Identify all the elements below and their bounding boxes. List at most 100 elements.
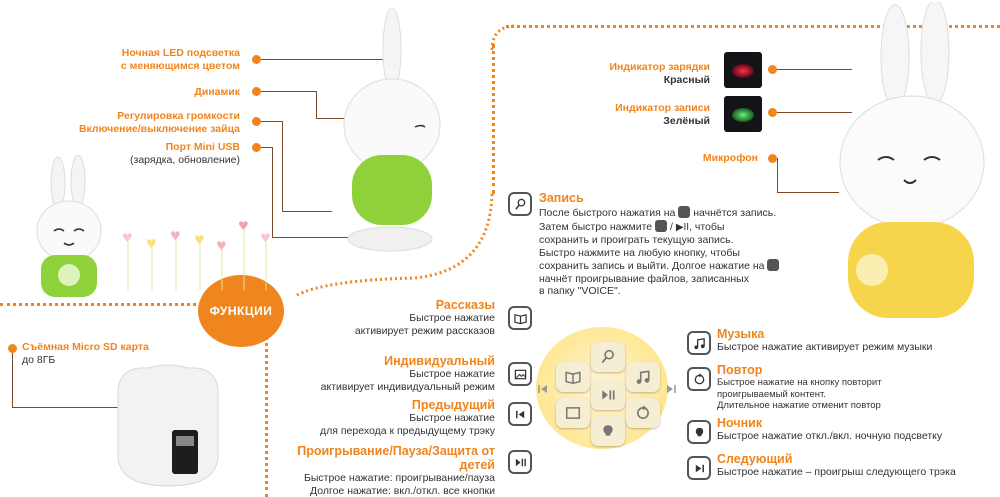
key-next[interactable] bbox=[664, 382, 680, 396]
key-nightlight[interactable] bbox=[591, 416, 625, 446]
callout-line bbox=[777, 158, 778, 193]
callout-line bbox=[272, 237, 382, 238]
sd-card-label: Съёмная Micro SD карта до 8ГБ bbox=[22, 341, 182, 366]
svg-text:♥: ♥ bbox=[216, 239, 227, 253]
callout-line bbox=[272, 147, 273, 238]
svg-text:♥: ♥ bbox=[238, 219, 249, 233]
record-indicator-sub: Зелёный bbox=[663, 114, 710, 127]
record-indicator-image bbox=[724, 96, 762, 132]
function-individual: Индивидуальный Быстрое нажатие активируе… bbox=[280, 354, 495, 393]
function-title: Музыка bbox=[717, 327, 765, 341]
function-title: Предыдущий bbox=[411, 398, 495, 412]
callout-line bbox=[777, 192, 839, 193]
callout-dot bbox=[8, 344, 17, 353]
nightlight-icon bbox=[687, 420, 711, 444]
svg-text:♥: ♥ bbox=[194, 233, 205, 247]
speaker-label: Динамик bbox=[194, 86, 240, 98]
record-indicator-label: Индикатор записи Зелёный bbox=[560, 102, 710, 127]
record-line: Затем быстро нажмите / ▶II, чтобы bbox=[539, 219, 725, 233]
function-title: Индивидуальный bbox=[384, 354, 495, 368]
function-nightlight: Ночник Быстрое нажатие откл./вкл. ночную… bbox=[717, 416, 992, 443]
key-record[interactable] bbox=[591, 342, 625, 372]
function-line: активирует режим рассказов bbox=[354, 324, 495, 337]
keypad bbox=[536, 340, 686, 490]
function-line: Быстрое нажатие bbox=[409, 368, 495, 380]
dotted-curve bbox=[294, 193, 494, 298]
dotted-divider bbox=[265, 318, 268, 497]
callout-dot bbox=[768, 65, 777, 74]
key-play-pause[interactable] bbox=[591, 380, 625, 410]
sd-card-title: Съёмная Micro SD карта bbox=[22, 341, 149, 353]
callout-dot bbox=[252, 55, 261, 64]
side-bunny-image bbox=[343, 7, 441, 252]
previous-icon bbox=[508, 402, 532, 426]
volume-label-line: Включение/выключение зайца bbox=[78, 122, 240, 135]
record-title: Запись bbox=[539, 191, 584, 205]
green-bunny-image bbox=[36, 155, 102, 297]
record-key-icon bbox=[655, 219, 668, 232]
function-play-pause: Проигрывание/Пауза/Защита от детей Быстр… bbox=[268, 444, 495, 497]
key-stories[interactable] bbox=[556, 362, 590, 392]
callout-line bbox=[261, 121, 283, 122]
record-description: После быстрого нажатия на начнётся запис… bbox=[539, 206, 819, 298]
function-next: Следующий Быстрое нажатие – проигрыш сле… bbox=[717, 452, 992, 479]
record-line: Быстро нажмите на любую кнопку, чтобы bbox=[539, 246, 740, 259]
next-icon bbox=[687, 456, 711, 480]
function-line: Быстрое нажатие – проигрыш следующего тр… bbox=[717, 466, 956, 478]
function-title: Рассказы bbox=[435, 298, 495, 312]
bunny-bottom-image bbox=[117, 364, 219, 487]
functions-badge-label: ФУНКЦИИ bbox=[209, 304, 273, 318]
record-key-icon bbox=[767, 259, 780, 271]
picture-icon bbox=[508, 362, 532, 386]
function-line: Быстрое нажатие bbox=[409, 312, 495, 324]
svg-text:♥: ♥ bbox=[122, 231, 133, 245]
callout-line bbox=[261, 147, 273, 148]
record-line: в папку "VOICE". bbox=[539, 285, 621, 297]
record-line: сохранить запись и выйти. Долгое нажатие… bbox=[539, 259, 819, 273]
function-music: Музыка Быстрое нажатие активирует режим … bbox=[717, 327, 987, 354]
key-repeat[interactable] bbox=[626, 398, 660, 428]
callout-line bbox=[12, 407, 192, 408]
key-individual[interactable] bbox=[556, 398, 590, 428]
callout-line bbox=[777, 69, 852, 70]
callout-line bbox=[261, 59, 386, 60]
function-line: Быстрое нажатие откл./вкл. ночную подсве… bbox=[717, 430, 943, 442]
function-title: Ночник bbox=[717, 416, 763, 430]
book-icon bbox=[508, 306, 532, 330]
charge-indicator-label: Индикатор зарядки Красный bbox=[560, 61, 710, 86]
charge-indicator-title: Индикатор зарядки bbox=[609, 61, 710, 73]
key-music[interactable] bbox=[626, 362, 660, 392]
callout-dot bbox=[768, 108, 777, 117]
record-line: После быстрого нажатия на начнётся запис… bbox=[539, 206, 777, 219]
functions-badge: ФУНКЦИИ bbox=[198, 275, 284, 347]
function-line: для перехода к предыдущему трэку bbox=[320, 424, 495, 437]
function-line: Длительное нажатие отменит повтор bbox=[717, 400, 881, 411]
callout-dot bbox=[252, 143, 261, 152]
function-line: активирует индивидуальный режим bbox=[320, 380, 495, 393]
callout-dot bbox=[252, 117, 261, 126]
function-line: Быстрое нажатие на кнопку повторит bbox=[717, 377, 882, 388]
record-indicator-title: Индикатор записи bbox=[615, 102, 710, 114]
charge-indicator-sub: Красный bbox=[663, 73, 710, 86]
function-title: Следующий bbox=[717, 452, 793, 466]
callout-dot bbox=[252, 87, 261, 96]
callout-line bbox=[12, 353, 13, 408]
svg-text:♥: ♥ bbox=[146, 237, 157, 251]
hearts-decoration: ♥♥ ♥♥ ♥♥ ♥ bbox=[122, 219, 271, 290]
usb-label: Порт Mini USB (зарядка, обновление) bbox=[80, 141, 240, 166]
callout-dot bbox=[768, 154, 777, 163]
callout-line bbox=[777, 112, 852, 113]
record-line: сохранить и проиграть текущую запись. bbox=[539, 234, 734, 246]
record-key-icon bbox=[678, 206, 691, 218]
key-previous[interactable] bbox=[536, 382, 552, 396]
function-line: Быстрое нажатие активирует режим музыки bbox=[717, 341, 933, 353]
play-pause-icon bbox=[508, 450, 532, 474]
record-line: начнёт проигрывание файлов, записанных bbox=[539, 272, 749, 285]
led-label: Ночная LED подсветка с меняющимся цветом bbox=[70, 47, 240, 72]
function-line: Быстрое нажатие: проигрывание/пауза bbox=[303, 472, 495, 484]
callout-line bbox=[316, 118, 348, 119]
function-stories: Рассказы Быстрое нажатие активирует режи… bbox=[280, 298, 495, 337]
volume-label: Регулировка громкости Включение/выключен… bbox=[60, 110, 240, 135]
dotted-divider bbox=[506, 25, 1000, 28]
record-icon bbox=[508, 192, 532, 216]
